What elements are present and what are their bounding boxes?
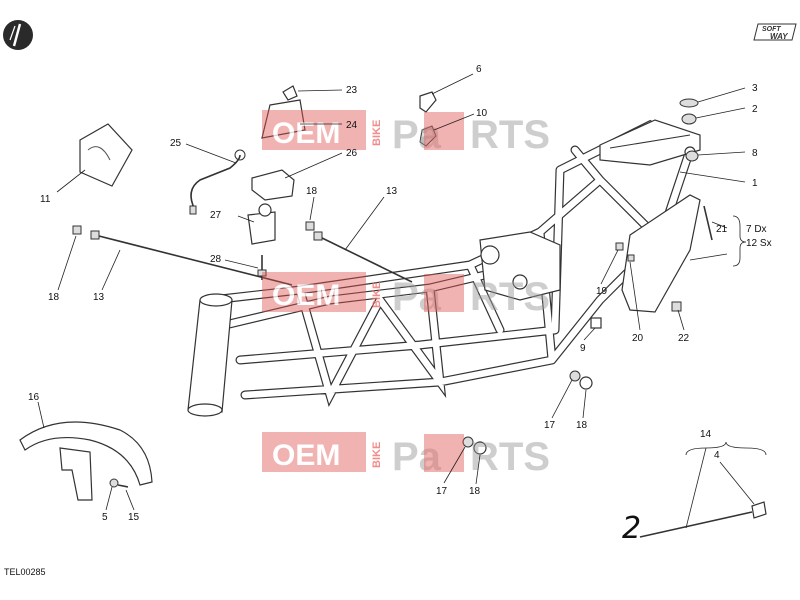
callout-20: 20 (632, 333, 644, 344)
callout-5: 5 (102, 512, 108, 523)
callout-16: 16 (28, 392, 40, 403)
callout-13-left: 13 (93, 292, 105, 303)
bushing-part-9 (590, 317, 602, 329)
callout-26: 26 (346, 148, 358, 159)
grommet-part-2 (681, 113, 697, 125)
shield-part-11 (79, 123, 133, 187)
callout-3: 3 (752, 83, 758, 94)
callout-10: 10 (476, 108, 488, 119)
screw-part-15 (117, 484, 129, 488)
callout-25: 25 (170, 138, 182, 149)
callout-15: 15 (128, 512, 140, 523)
nut-part-18c (579, 376, 593, 390)
watermark-rts: RTS (470, 113, 550, 157)
watermark-2: OEM BIKE Pa RTS (262, 272, 550, 319)
watermark-rts: RTS (470, 275, 550, 319)
callout-18-left: 18 (48, 292, 60, 303)
nut-part-4 (751, 501, 767, 519)
callout-17-right: 17 (544, 420, 556, 431)
cover-part-24 (261, 99, 306, 139)
watermark-oem: OEM (272, 439, 340, 472)
callout-2: 2 (752, 104, 758, 115)
bracket-part-26 (251, 169, 295, 201)
callout-22: 22 (678, 333, 690, 344)
washer-part-17b (462, 436, 474, 448)
callout-4: 4 (714, 450, 720, 461)
nut-part-22 (671, 301, 682, 312)
rod-part-14 (639, 511, 753, 538)
nut-part-18a (72, 225, 82, 235)
watermark-pa: Pa (392, 435, 442, 479)
small-parts (19, 85, 767, 538)
cap-part-23 (282, 85, 298, 101)
watermark-1: OEM BIKE Pa RTS (262, 110, 550, 157)
stud-part-21 (703, 205, 713, 241)
pivot-plates (479, 231, 561, 301)
callout-24: 24 (346, 120, 358, 131)
nut-part-18b (305, 221, 315, 231)
rear-subframe (599, 119, 701, 166)
callout-23: 23 (346, 85, 358, 96)
washer-part-5 (109, 478, 119, 488)
screw-part-10 (419, 125, 437, 147)
watermark-rts: RTS (470, 435, 550, 479)
logo-line2: WAY (770, 32, 788, 41)
callout-18-bottom: 18 (469, 486, 481, 497)
grommet-part-8 (685, 150, 699, 162)
callout-27: 27 (210, 210, 222, 221)
callout-13-mid: 13 (386, 186, 398, 197)
cap-part-3 (679, 98, 699, 108)
steering-head (187, 293, 233, 417)
watermark-bike: BIKE (371, 120, 383, 146)
callout-labels: 1 2 3 8 6 10 23 24 26 25 27 28 11 18 13 … (28, 64, 772, 523)
callout-18-mid: 18 (306, 186, 318, 197)
long-bolt-left-13 (94, 234, 293, 286)
frame-assembly (187, 119, 701, 417)
watermark-oem: OEM (272, 117, 340, 150)
screw-part-19 (615, 242, 624, 251)
watermark-3: OEM BIKE Pa RTS (262, 432, 550, 479)
screw-part-6 (419, 91, 437, 113)
callout-14: 14 (700, 429, 712, 440)
nut-part-18d (473, 441, 487, 455)
watermark-bike: BIKE (371, 442, 383, 468)
callout-28: 28 (210, 254, 222, 265)
watermark-bike: BIKE (371, 282, 383, 308)
reference-code: TEL00285 (4, 567, 46, 577)
callout-12sx: 12 Sx (746, 238, 772, 249)
callout-17-bottom: 17 (436, 486, 448, 497)
logo-line1: SOFT (762, 26, 781, 33)
brand-badge-icon (3, 20, 33, 50)
callout-8: 8 (752, 148, 758, 159)
cable-part-25 (190, 154, 241, 211)
screw-part-20 (627, 254, 635, 262)
softway-logo: SOFT WAY (753, 23, 797, 41)
side-panel-part-7-12 (621, 194, 701, 313)
fender-part-16 (19, 421, 153, 486)
leader-lines (37, 73, 767, 529)
callout-18-right: 18 (576, 420, 588, 431)
watermark-pa: Pa (392, 275, 442, 319)
callout-7dx: 7 Dx (746, 224, 767, 235)
callout-19: 19 (596, 286, 608, 297)
callout-1: 1 (752, 178, 758, 189)
watermark-pa: Pa (392, 113, 442, 157)
frame-tubes (207, 119, 696, 408)
washer-part-17a (569, 370, 581, 382)
sensor-part-27 (247, 211, 276, 245)
callout-9: 9 (580, 343, 586, 354)
callout-6: 6 (476, 64, 482, 75)
handwritten-annotation: 2 (622, 511, 641, 546)
watermark-oem: OEM (272, 279, 340, 312)
callout-21: 21 (716, 224, 728, 235)
callout-11: 11 (40, 194, 51, 205)
long-bolt-right-13 (317, 235, 413, 283)
